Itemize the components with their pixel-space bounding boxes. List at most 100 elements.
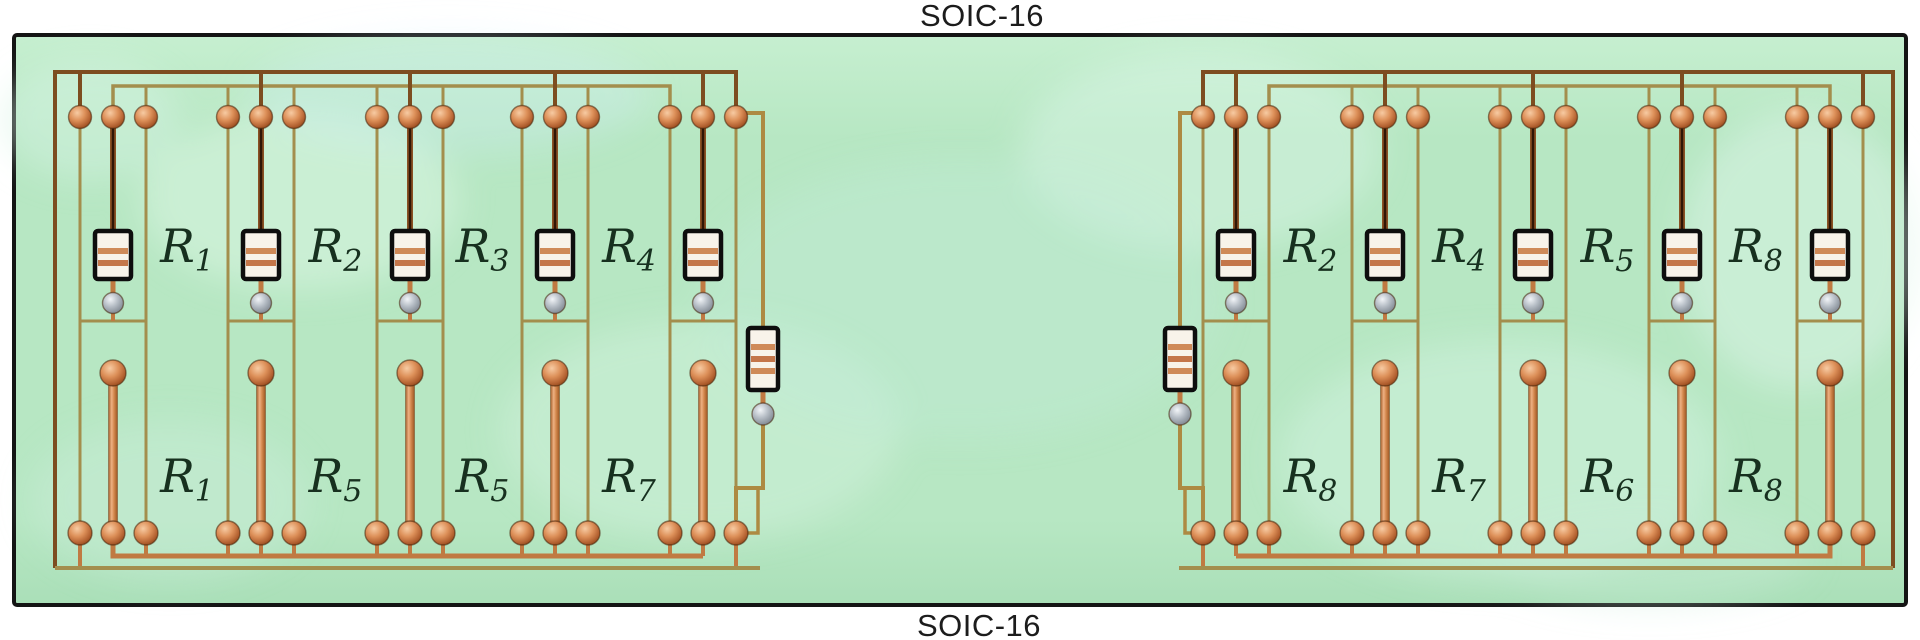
resistor-label: R5 <box>1580 219 1635 279</box>
solder-pad <box>1339 520 1365 546</box>
resistor-label: R4 <box>601 219 656 279</box>
pillar-top-pad <box>99 359 127 387</box>
solder-joint <box>1818 291 1842 315</box>
copper-pillar <box>1825 377 1835 531</box>
solder-pad <box>1256 104 1282 130</box>
solder-pad <box>1520 104 1546 130</box>
package-title-top: SOIC-16 <box>919 0 1045 33</box>
copper-pillar <box>1677 377 1687 531</box>
resistor-label: R1 <box>159 449 214 509</box>
resistor <box>745 325 781 393</box>
resistor <box>389 228 431 282</box>
solder-pad <box>133 520 159 546</box>
resistor-label: R8 <box>1283 449 1338 509</box>
solder-pad <box>1190 104 1216 130</box>
solder-pad <box>1190 520 1216 546</box>
solder-pad <box>1850 520 1876 546</box>
solder-pad <box>364 520 390 546</box>
solder-joint <box>543 291 567 315</box>
solder-pad <box>1784 520 1810 546</box>
solder-pad <box>67 520 93 546</box>
solder-joint <box>1168 402 1192 426</box>
resistor <box>1809 228 1851 282</box>
solder-pad <box>1405 520 1431 546</box>
solder-pad <box>1702 520 1728 546</box>
solder-pad <box>100 520 126 546</box>
solder-pad <box>723 104 749 130</box>
resistor <box>240 228 282 282</box>
inner-bus-trace <box>111 84 672 108</box>
solder-pad <box>1702 104 1728 130</box>
resistor-label: R3 <box>455 219 510 279</box>
solder-pad <box>1817 520 1843 546</box>
solder-pad <box>723 520 749 546</box>
solder-pad <box>364 104 390 130</box>
solder-pad <box>1669 104 1695 130</box>
solder-pad <box>67 104 93 130</box>
solder-pad <box>397 520 423 546</box>
copper-pillar <box>698 377 708 531</box>
solder-pad <box>133 104 159 130</box>
solder-pad <box>1223 520 1249 546</box>
solder-pad <box>430 104 456 130</box>
copper-pillar <box>1231 377 1241 531</box>
solder-pad <box>248 104 274 130</box>
resistor-label: R1 <box>159 219 214 279</box>
solder-pad <box>430 520 456 546</box>
resistor-label: R2 <box>1283 219 1338 279</box>
resistor <box>1512 228 1554 282</box>
solder-pad <box>690 104 716 130</box>
copper-pillar <box>550 377 560 531</box>
solder-pad <box>575 104 601 130</box>
resistor <box>682 228 724 282</box>
solder-pad <box>1553 520 1579 546</box>
copper-pillar <box>256 377 266 531</box>
copper-pillar <box>1380 377 1390 531</box>
resistor-label: R7 <box>601 449 657 509</box>
solder-pad <box>542 520 568 546</box>
resistor-label: R8 <box>1728 449 1783 509</box>
solder-joint <box>1670 291 1694 315</box>
pillar-top-pad <box>541 359 569 387</box>
outer-bus-trace <box>53 70 738 568</box>
resistor-label: R5 <box>308 449 363 509</box>
solder-pad <box>1487 104 1513 130</box>
pillar-top-pad <box>396 359 424 387</box>
solder-joint <box>398 291 422 315</box>
solder-pad <box>1372 520 1398 546</box>
resistor <box>92 228 134 282</box>
solder-pad <box>1372 104 1398 130</box>
solder-pad <box>690 520 716 546</box>
solder-joint <box>1521 291 1545 315</box>
solder-pad <box>215 104 241 130</box>
resistor-label: R4 <box>1431 219 1486 279</box>
resistor-label: R8 <box>1728 219 1783 279</box>
solder-pad <box>509 104 535 130</box>
outer-bus-trace <box>1201 70 1895 568</box>
inner-bus-trace <box>1267 84 1832 108</box>
pillar-top-pad <box>1519 359 1547 387</box>
pillar-top-pad <box>247 359 275 387</box>
solder-joint <box>249 291 273 315</box>
solder-pad <box>1553 104 1579 130</box>
solder-pad <box>1850 104 1876 130</box>
solder-pad <box>1636 520 1662 546</box>
resistor <box>1661 228 1703 282</box>
solder-pad <box>248 520 274 546</box>
solder-pad <box>215 520 241 546</box>
pillar-top-pad <box>1222 359 1250 387</box>
solder-joint <box>101 291 125 315</box>
copper-pillar <box>1528 377 1538 531</box>
pillar-top-pad <box>1816 359 1844 387</box>
solder-pad <box>1520 520 1546 546</box>
solder-joint <box>1224 291 1248 315</box>
solder-pad <box>281 104 307 130</box>
resistor <box>1364 228 1406 282</box>
solder-joint <box>751 402 775 426</box>
solder-joint <box>691 291 715 315</box>
solder-pad <box>509 520 535 546</box>
resistor-label: R5 <box>455 449 510 509</box>
resistor <box>1162 325 1198 393</box>
solder-pad <box>657 520 683 546</box>
